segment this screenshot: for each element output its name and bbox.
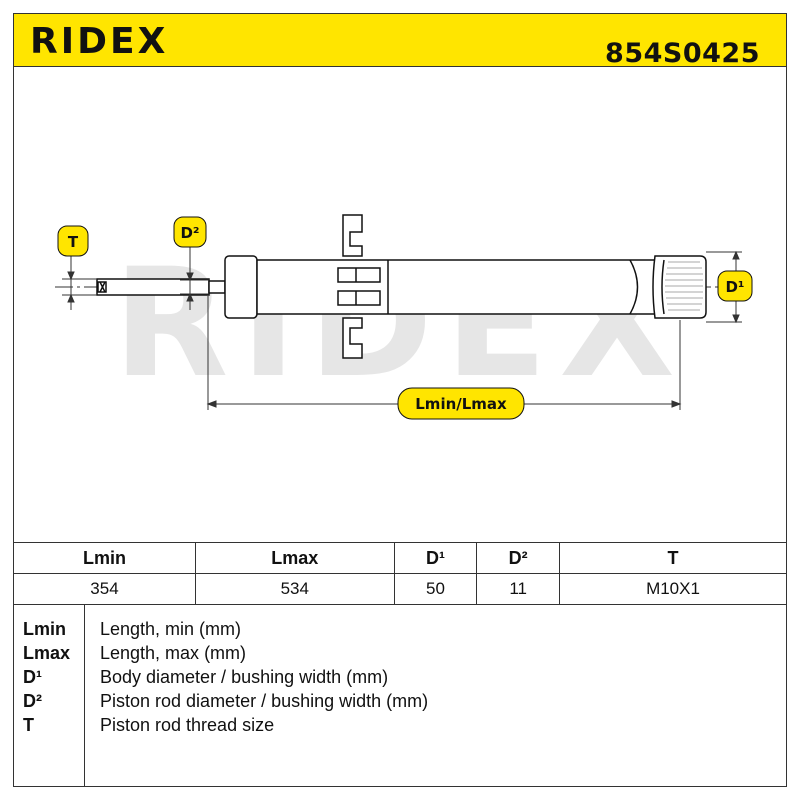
legend-row: T Piston rod thread size [14,715,774,739]
legend-panel: Lmin Length, min (mm) Lmax Length, max (… [13,604,787,787]
dimension-t [62,254,97,310]
legend-row: Lmin Length, min (mm) [14,619,774,643]
legend-row: D² Piston rod diameter / bushing width (… [14,691,774,715]
spec-value-cell: 534 [194,573,395,605]
spec-header-cell: D¹ [393,542,478,574]
d2-callout: D² [173,216,207,248]
t-callout: T [57,225,89,257]
length-label: Lmin/Lmax [415,395,507,413]
spec-header-row: Lmin Lmax D¹ D² T [13,542,787,574]
length-callout: Lmin/Lmax [397,387,525,420]
legend-desc: Body diameter / bushing width (mm) [100,667,389,687]
legend-row: Lmax Length, max (mm) [14,643,774,667]
spec-value-cell: M10X1 [559,573,787,605]
legend-desc: Length, max (mm) [100,643,247,663]
spec-header-cell: T [559,542,787,574]
spec-header-cell: Lmax [194,542,395,574]
spec-value-row: 354 534 50 11 M10X1 [13,573,787,605]
part-number: 854S0425 [605,38,760,69]
piston-rod [96,278,226,296]
legend-row: D¹ Body diameter / bushing width (mm) [14,667,774,691]
d2-label: D² [180,224,199,242]
t-label: T [68,233,79,251]
legend-abbr: D² [23,691,42,711]
body-hatch [665,261,703,311]
spec-value-cell: 11 [476,573,561,605]
legend-abbr: D¹ [23,667,42,687]
legend-desc: Piston rod diameter / bushing width (mm) [100,691,429,711]
header-bar: RIDEX 854S0425 [13,13,787,69]
shock-absorber-diagram: RIDEX [55,214,753,420]
spec-header-cell: Lmin [13,542,196,574]
legend-desc: Length, min (mm) [100,619,242,639]
dimension-d2 [180,246,209,310]
legend-abbr: T [23,715,34,735]
legend-abbr: Lmax [23,643,71,663]
spring-seat [337,214,381,359]
ridex-logo: RIDEX [30,22,168,58]
d1-callout: D¹ [717,270,753,302]
legend-desc: Piston rod thread size [100,715,275,735]
spec-header-cell: D² [476,542,561,574]
legend-divider [84,605,85,786]
legend-abbr: Lmin [23,619,66,639]
spec-value-cell: 354 [13,573,196,605]
d1-label: D¹ [725,278,744,296]
spec-value-cell: 50 [393,573,478,605]
shock-body [224,255,707,319]
brand-logo-text: RIDEX [30,22,168,58]
spec-table: Lmin Lmax D¹ D² T 354 534 50 11 M10X1 [13,542,787,605]
